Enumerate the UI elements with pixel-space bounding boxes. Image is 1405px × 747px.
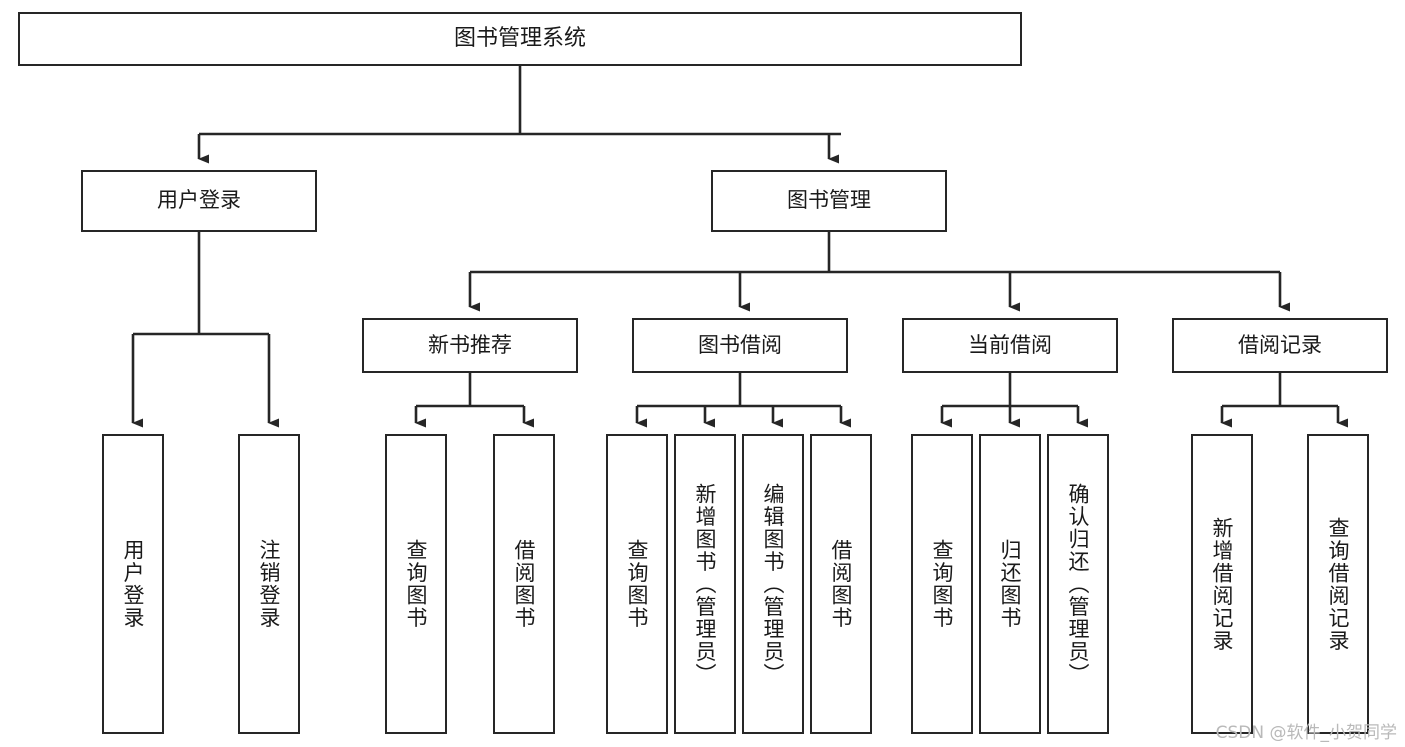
leaf-edit-book-admin[interactable]: 编辑图书（管理员） xyxy=(742,434,804,734)
node-label: 注销登录 xyxy=(257,539,282,629)
node-label: 图书管理系统 xyxy=(453,25,586,51)
node-label: 确认归还（管理员） xyxy=(1066,482,1091,686)
leaf-query-book-new-recommend[interactable]: 查询图书 xyxy=(385,434,447,734)
node-label: 新增借阅记录 xyxy=(1210,516,1235,652)
leaf-add-book-admin[interactable]: 新增图书（管理员） xyxy=(674,434,736,734)
node-label: 借阅图书 xyxy=(829,539,854,629)
node-label: 查询图书 xyxy=(404,539,429,629)
node-label: 新书推荐 xyxy=(428,332,512,357)
node-book-management[interactable]: 图书管理 xyxy=(711,170,947,232)
node-label: 借阅图书 xyxy=(512,539,537,629)
node-label: 新增图书（管理员） xyxy=(693,482,718,686)
leaf-query-borrow-record[interactable]: 查询借阅记录 xyxy=(1307,434,1369,734)
leaf-query-book-borrow[interactable]: 查询图书 xyxy=(606,434,668,734)
node-label: 查询图书 xyxy=(625,539,650,629)
node-label: 查询借阅记录 xyxy=(1326,516,1351,652)
node-root-book-management-system[interactable]: 图书管理系统 xyxy=(18,12,1022,66)
node-book-borrow[interactable]: 图书借阅 xyxy=(632,318,848,373)
leaf-add-borrow-record[interactable]: 新增借阅记录 xyxy=(1191,434,1253,734)
leaf-borrow-book-borrow[interactable]: 借阅图书 xyxy=(810,434,872,734)
node-label: 查询图书 xyxy=(930,539,955,629)
node-new-book-recommend[interactable]: 新书推荐 xyxy=(362,318,578,373)
node-label: 用户登录 xyxy=(157,188,241,213)
leaf-query-book-current-borrow[interactable]: 查询图书 xyxy=(911,434,973,734)
leaf-borrow-book-new-recommend[interactable]: 借阅图书 xyxy=(493,434,555,734)
leaf-return-book[interactable]: 归还图书 xyxy=(979,434,1041,734)
node-label: 编辑图书（管理员） xyxy=(761,482,786,686)
node-label: 当前借阅 xyxy=(968,332,1052,357)
leaf-confirm-return-admin[interactable]: 确认归还（管理员） xyxy=(1047,434,1109,734)
node-label: 图书借阅 xyxy=(698,332,782,357)
node-borrow-record[interactable]: 借阅记录 xyxy=(1172,318,1388,373)
node-label: 归还图书 xyxy=(998,539,1023,629)
node-label: 用户登录 xyxy=(121,539,146,629)
node-user-login[interactable]: 用户登录 xyxy=(81,170,317,232)
node-label: 图书管理 xyxy=(787,188,871,213)
node-current-borrow[interactable]: 当前借阅 xyxy=(902,318,1118,373)
leaf-logout-login[interactable]: 注销登录 xyxy=(238,434,300,734)
node-label: 借阅记录 xyxy=(1238,332,1322,357)
leaf-user-login[interactable]: 用户登录 xyxy=(102,434,164,734)
csdn-watermark: CSDN @软件_小贺同学 xyxy=(1215,723,1397,743)
